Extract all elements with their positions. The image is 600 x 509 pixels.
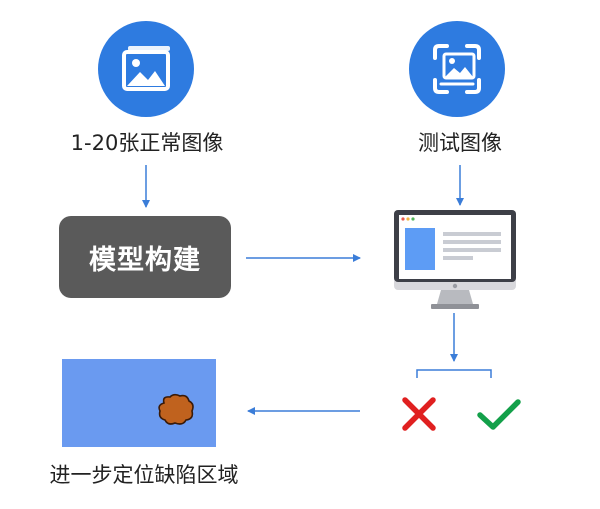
outcome-bracket	[416, 369, 492, 378]
pass-outcome	[476, 397, 522, 433]
model-building-box: 模型构建	[59, 216, 231, 298]
defect-blob-icon	[158, 393, 194, 425]
image-scan-icon	[433, 44, 481, 94]
monitor-icon	[394, 210, 516, 309]
image-stack-icon	[122, 46, 170, 91]
normal-images-label: 1-20张正常图像	[70, 131, 224, 155]
check-icon	[477, 399, 521, 430]
defect-localization-label: 进一步定位缺陷区域	[49, 463, 239, 487]
fail-outcome	[400, 395, 438, 433]
model-building-label: 模型构建	[89, 244, 201, 276]
test-image-label: 测试图像	[418, 131, 502, 155]
defect-region-image	[62, 359, 216, 447]
test-image-node	[409, 21, 505, 117]
monitor	[393, 208, 517, 312]
cross-icon	[402, 397, 436, 431]
normal-images-node	[98, 21, 194, 117]
